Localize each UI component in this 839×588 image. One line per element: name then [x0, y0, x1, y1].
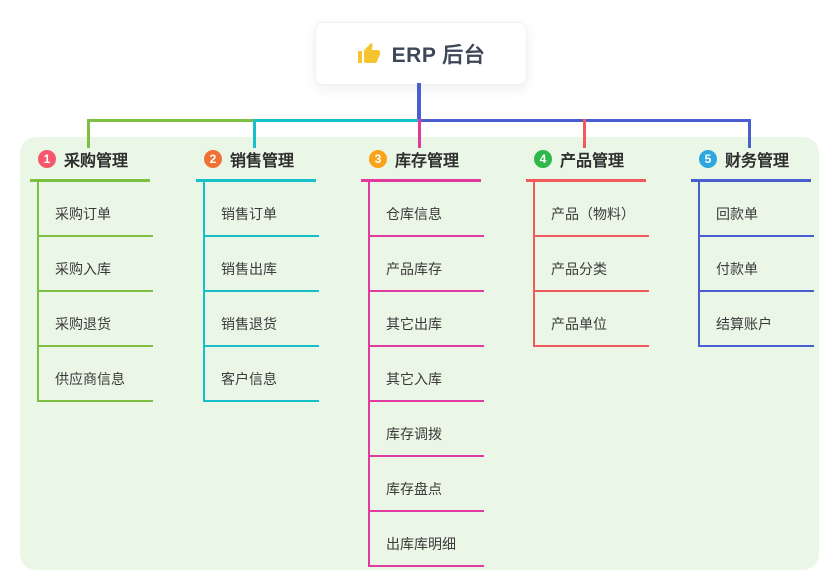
leaf-node[interactable]: 客户信息 — [205, 347, 319, 402]
branch-node[interactable]: 1 采购管理 — [30, 147, 150, 182]
leaf-node[interactable]: 销售订单 — [205, 182, 319, 237]
leaf-node[interactable]: 其它入库 — [370, 347, 484, 402]
root-node[interactable]: ERP 后台 — [315, 22, 527, 85]
connector-line — [87, 119, 254, 122]
branch-4: 4 产品管理产品（物料）产品分类产品单位 — [526, 147, 649, 347]
leaf-node[interactable]: 出库库明细 — [370, 512, 484, 567]
branch-title: 采购管理 — [64, 153, 129, 170]
leaf-node[interactable]: 采购入库 — [39, 237, 153, 292]
leaf-node[interactable]: 产品分类 — [535, 237, 649, 292]
leaf-node[interactable]: 供应商信息 — [39, 347, 153, 402]
branch-3: 3 库存管理仓库信息产品库存其它出库其它入库库存调拨库存盘点出库库明细 — [361, 147, 484, 567]
connector-line — [418, 119, 421, 148]
connector-line — [253, 119, 256, 148]
leaf-node[interactable]: 结算账户 — [700, 292, 814, 347]
leaf-node[interactable]: 其它出库 — [370, 292, 484, 347]
leaf-node[interactable]: 库存调拨 — [370, 402, 484, 457]
leaf-node[interactable]: 付款单 — [700, 237, 814, 292]
branch-title: 财务管理 — [725, 153, 790, 170]
branch-number-badge: 3 — [369, 150, 387, 168]
leaf-node[interactable]: 销售退货 — [205, 292, 319, 347]
branch-title: 产品管理 — [560, 153, 625, 170]
connector-line — [583, 119, 586, 148]
leaf-node[interactable]: 产品单位 — [535, 292, 649, 347]
branch-node[interactable]: 2 销售管理 — [196, 147, 316, 182]
connector-line — [417, 83, 421, 122]
leaf-node[interactable]: 产品库存 — [370, 237, 484, 292]
connector-line — [87, 119, 90, 148]
connector-line — [748, 119, 751, 148]
branch-number-badge: 5 — [699, 150, 717, 168]
branch-number-badge: 2 — [204, 150, 222, 168]
branch-children: 采购订单采购入库采购退货供应商信息 — [37, 182, 153, 402]
leaf-node[interactable]: 仓库信息 — [370, 182, 484, 237]
leaf-node[interactable]: 回款单 — [700, 182, 814, 237]
branch-node[interactable]: 3 库存管理 — [361, 147, 481, 182]
branch-5: 5 财务管理回款单付款单结算账户 — [691, 147, 814, 347]
branch-title: 库存管理 — [395, 153, 460, 170]
thumbs-up-icon — [357, 42, 380, 63]
branch-number-badge: 1 — [38, 150, 56, 168]
connector-line — [254, 119, 419, 122]
branch-node[interactable]: 5 财务管理 — [691, 147, 811, 182]
leaf-node[interactable]: 产品（物料） — [535, 182, 649, 237]
root-node-label: ERP 后台 — [391, 43, 486, 67]
branch-number-badge: 4 — [534, 150, 552, 168]
branches-panel — [20, 137, 819, 570]
leaf-node[interactable]: 销售出库 — [205, 237, 319, 292]
branch-children: 产品（物料）产品分类产品单位 — [533, 182, 649, 347]
branch-1: 1 采购管理采购订单采购入库采购退货供应商信息 — [30, 147, 153, 402]
branch-node[interactable]: 4 产品管理 — [526, 147, 646, 182]
leaf-node[interactable]: 库存盘点 — [370, 457, 484, 512]
branch-title: 销售管理 — [230, 153, 295, 170]
branch-children: 仓库信息产品库存其它出库其它入库库存调拨库存盘点出库库明细 — [368, 182, 484, 567]
leaf-node[interactable]: 采购退货 — [39, 292, 153, 347]
branch-children: 销售订单销售出库销售退货客户信息 — [203, 182, 319, 402]
branch-children: 回款单付款单结算账户 — [698, 182, 814, 347]
branch-2: 2 销售管理销售订单销售出库销售退货客户信息 — [196, 147, 319, 402]
leaf-node[interactable]: 采购订单 — [39, 182, 153, 237]
